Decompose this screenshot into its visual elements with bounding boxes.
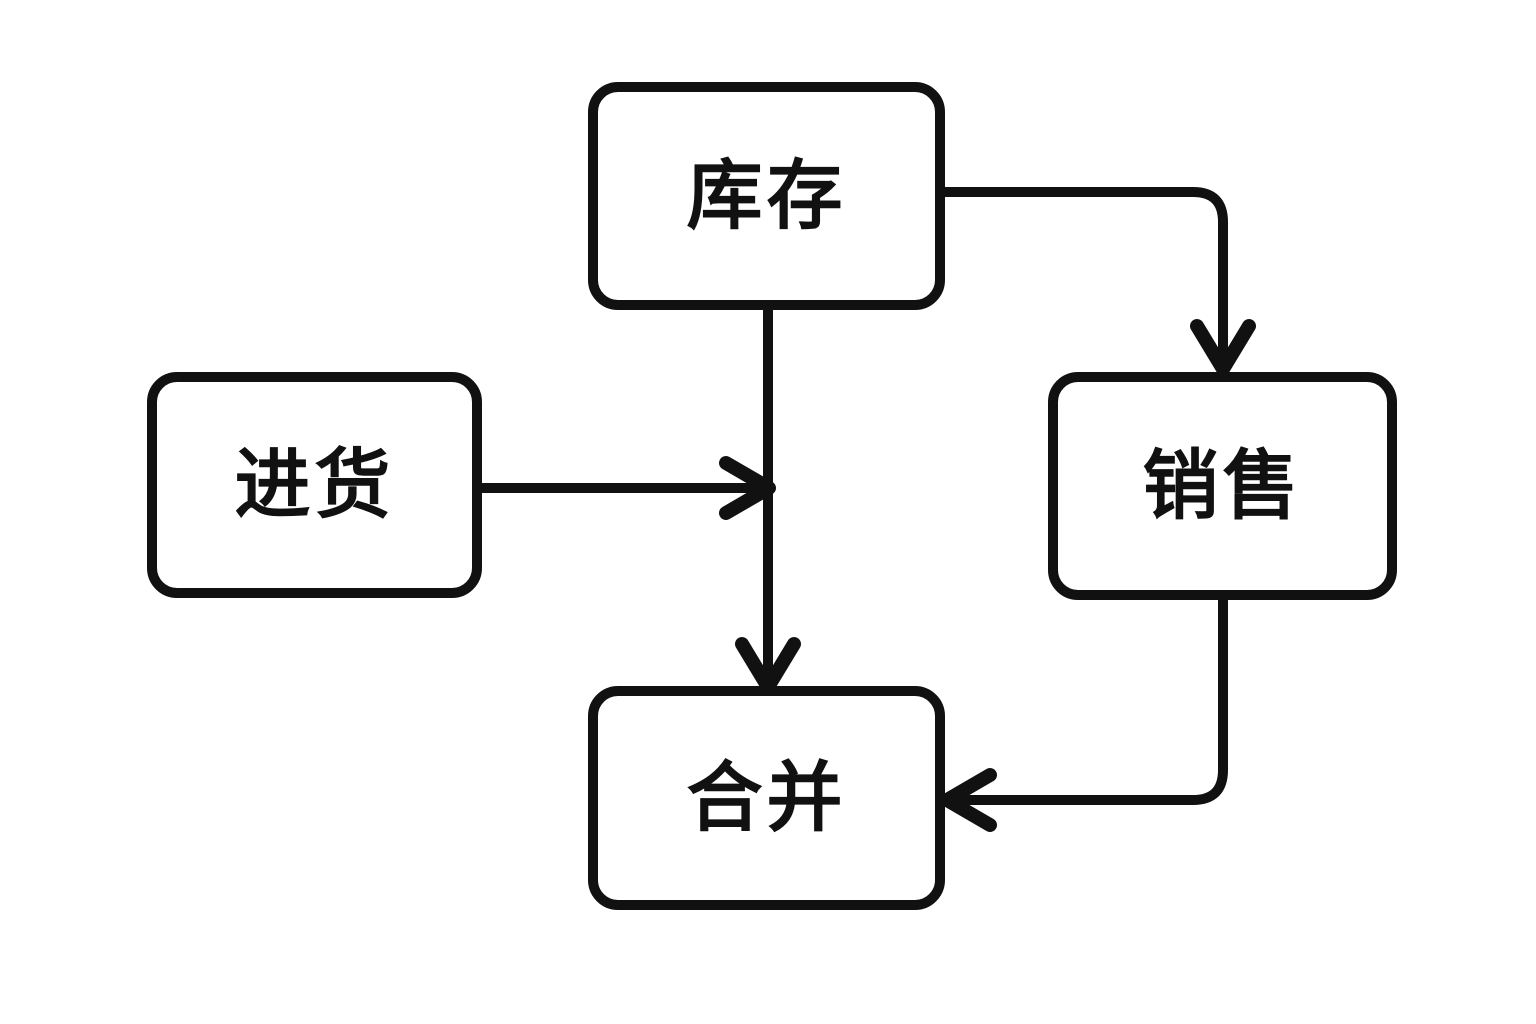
node-merge[interactable]: 合并 xyxy=(588,686,945,910)
edge-sales-to-merge xyxy=(940,600,1228,832)
edge-purchase-to-merge xyxy=(482,456,776,520)
edge-purchase-to-merge-arrowhead xyxy=(719,456,776,520)
node-inventory-label: 库存 xyxy=(686,151,847,240)
node-purchase-label: 进货 xyxy=(234,440,395,529)
edge-inventory-to-sales-arrowhead xyxy=(1190,319,1256,376)
node-sales-label: 销售 xyxy=(1142,441,1303,530)
edge-inventory-to-sales-line xyxy=(945,187,1228,368)
node-purchase[interactable]: 进货 xyxy=(147,372,482,598)
edge-sales-to-merge-line xyxy=(949,600,1228,805)
node-merge-label: 合并 xyxy=(686,753,847,842)
node-inventory[interactable]: 库存 xyxy=(588,82,945,310)
edge-inventory-to-sales xyxy=(945,187,1256,376)
node-sales[interactable]: 销售 xyxy=(1048,372,1397,600)
edge-sales-to-merge-arrowhead xyxy=(940,768,997,832)
